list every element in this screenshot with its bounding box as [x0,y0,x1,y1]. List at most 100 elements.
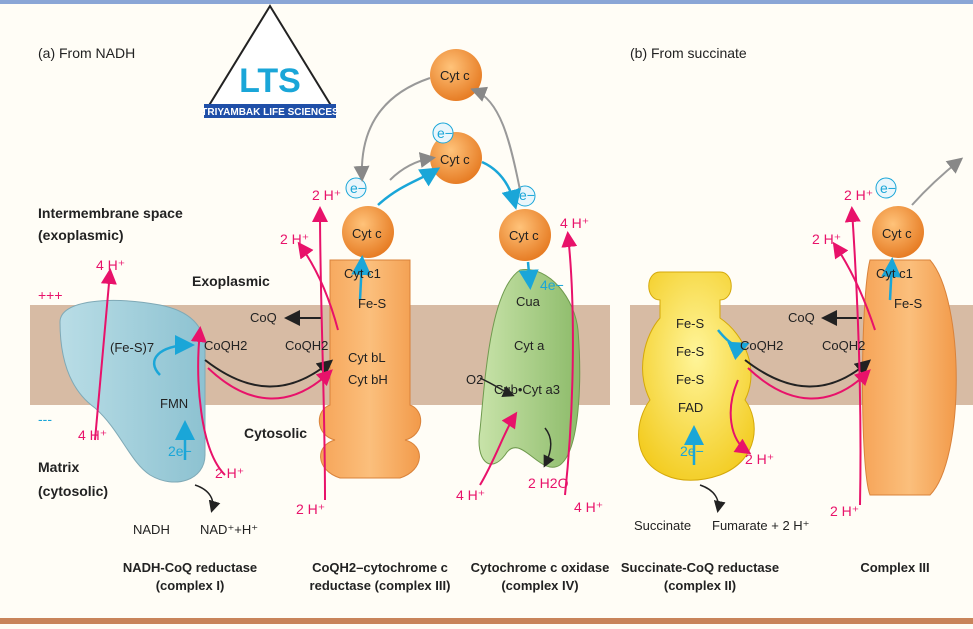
c3a-h1: 2 H⁺ [312,187,341,203]
c4-h-bottom: 4 H⁺ [574,499,603,515]
e-arrow-cytc-to-cua [518,261,539,290]
cyt-c-sphere-mid [430,132,482,184]
coqh2-b: CoQH2 [740,338,783,353]
c4-h2o: 2 H2O [528,475,569,491]
cytc-to-mid-arrow [389,152,436,181]
complex-ii-shape [638,271,755,481]
h-arrow-c3-left [312,206,329,501]
c3a-cytc: Cyt c [352,226,382,241]
coqh2-b-2: CoQH2 [822,338,865,353]
exoplasmic-label: Exoplasmic [192,273,270,289]
cyt-c-sphere-c3 [342,206,394,258]
cyt-c-sphere-b [872,206,924,258]
e-arrow-fes7 [153,335,195,376]
cyt-c-sphere-top [430,49,482,101]
bottom-border [0,618,973,624]
c1-h-bottom: 2 H⁺ [215,465,244,481]
coqh2-a: CoQH2 [204,338,247,353]
cytc-mid-label: Cyt c [440,152,470,167]
coq-shuttle-b-red [747,367,871,400]
h-arrow-c4-in [479,411,518,486]
c3a-cytbh: Cyt bH [348,372,388,387]
coqh2-a-2: CoQH2 [285,338,328,353]
c3b-h3: 2 H⁺ [830,503,859,519]
intermembrane-label: Intermembrane space [38,205,183,221]
c4-cub: Cub•Cyt a3 [494,382,560,397]
complex-i-shape [59,300,206,483]
coq-b: CoQ [788,310,815,325]
logo-letters: LTS [239,62,301,100]
c3a-h3: 2 H⁺ [296,501,325,517]
complex-iii-a-shape [318,259,422,479]
c4-h-top: 4 H⁺ [560,215,589,231]
c3a-cytc1: Cyt c1 [344,266,381,281]
c3b-electron: e− [880,180,896,196]
c3b-h2: 2 H⁺ [812,231,841,247]
cytosolic-paren-label: (cytosolic) [38,483,108,499]
cytc-top-label: Cyt c [440,68,470,83]
c1-h-left: 4 H⁺ [78,427,107,443]
c1-electrons: 2e− [168,443,192,459]
minus-charge: --- [38,411,52,427]
c2-electrons: 2e− [680,443,704,459]
c2-fes-1: Fe-S [676,316,705,331]
c3b-fes: Fe-S [894,296,923,311]
c4-o2: O2 [466,372,483,387]
nad-label: NAD⁺+H⁺ [200,522,258,537]
coq-shuttle-a-red [207,367,333,400]
c4-caption-1: Cytochrome c oxidase [471,560,610,575]
c1-fes: (Fe-S)7 [110,340,154,355]
c4-cyta: Cyt a [514,338,545,353]
h2o-arrow [543,427,555,468]
c4-cytc: Cyt c [509,228,539,243]
logo: TRIYAMBAK LIFE SCIENCES LTS [201,4,339,118]
electron-mid [432,122,454,144]
c3b-cytc: Cyt c [882,226,912,241]
h-arrow-c4 [561,231,578,496]
cytosolic-label: Cytosolic [244,425,307,441]
o2-arrow [479,377,515,397]
c1-h-top: 4 H⁺ [96,257,125,273]
c4-cua: Cua [516,294,541,309]
nadh-label: NADH [133,522,170,537]
c2-fad: FAD [678,400,703,415]
c3b-caption: Complex III [860,560,929,575]
c4-h-in: 4 H⁺ [456,487,485,503]
fumarate-arrow [699,484,726,513]
nad-arrow [194,484,221,513]
cytc-return-arrow-right [470,86,521,191]
c3a-cytbl: Cyt bL [348,350,386,365]
panel-b-title: (b) From succinate [630,45,747,61]
c4-caption-2: (complex IV) [501,578,578,593]
c4-four-e: 4e− [540,277,564,293]
h-arrow-complex-i-b [190,326,226,476]
c3a-fes: Fe-S [358,296,387,311]
electron-b [875,177,897,199]
matrix-label: Matrix [38,459,79,475]
c2-caption-1: Succinate-CoQ reductase [621,560,779,575]
c3b-h1: 2 H⁺ [844,187,873,203]
fumarate-label: Fumarate + 2 H⁺ [712,518,810,533]
h-arrow-c3-out [297,241,339,331]
logo-text: TRIYAMBAK LIFE SCIENCES [201,107,339,118]
e-arrow-mid-to-c4 [481,160,522,210]
c4-electron: e− [519,187,535,203]
cyt-c-sphere-c4 [499,209,551,261]
plus-charge: +++ [38,287,63,303]
c1-caption-1: NADH-CoQ reductase [123,560,257,575]
c2-fes-3: Fe-S [676,372,705,387]
succinate-label: Succinate [634,518,691,533]
e-arrow-b-to-cytc [881,257,902,301]
cytc-out-arrow-b [911,157,964,206]
cytc-return-arrow [353,77,431,182]
e-arrow-c3-to-mid [377,167,441,206]
h-arrow-b-out [832,241,876,331]
top-border [0,0,973,4]
complex-iii-b-shape [862,259,957,496]
coq-a: CoQ [250,310,277,325]
c3a-caption-1: CoQH2–cytochrome c [312,560,448,575]
panel-a-title: (a) From NADH [38,45,135,61]
c2-h: 2 H⁺ [745,451,774,467]
